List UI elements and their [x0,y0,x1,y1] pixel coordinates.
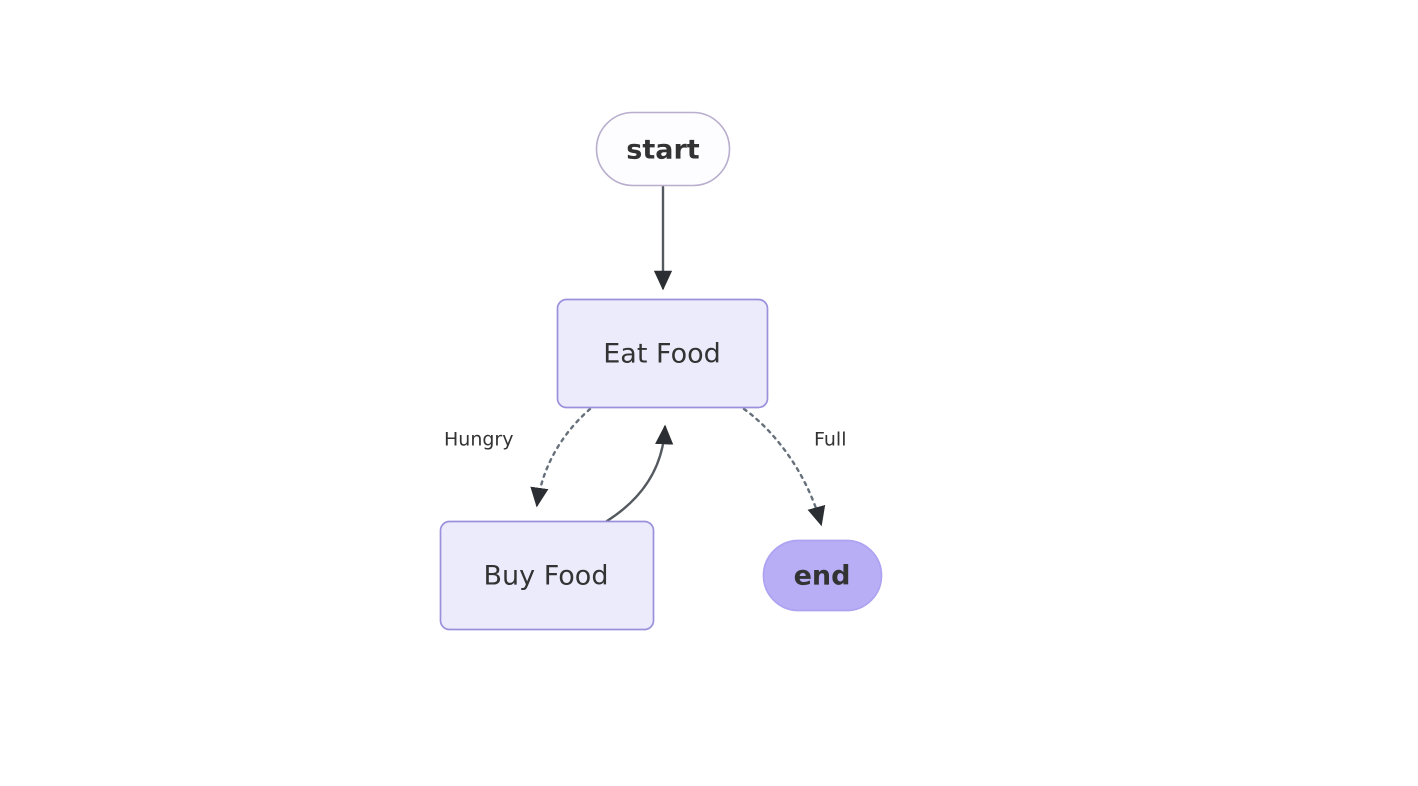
edge-buy-to-eat [605,424,674,523]
node-start-label: start [626,135,700,166]
node-layer: start Eat Food Buy Food end [439,111,883,631]
node-eat-food-label: Eat Food [603,339,721,370]
node-buy-food-label: Buy Food [484,561,609,592]
edge-eat-to-buy [530,407,592,508]
node-start-shape[interactable] [595,111,731,187]
node-buy-food-shape[interactable] [439,520,655,631]
node-start[interactable]: start [595,111,731,187]
edge-label-hungry: Hungry [444,429,514,451]
edge-label-layer: Hungry Full [444,429,847,451]
edge-buy-to-eat-path [605,424,674,523]
node-end-label: end [794,561,851,592]
node-eat-food[interactable]: Eat Food [556,298,769,409]
edge-eat-to-end [742,407,826,527]
node-end[interactable]: end [762,539,883,612]
node-buy-food[interactable]: Buy Food [439,520,655,631]
node-end-shape[interactable] [762,539,883,612]
edge-layer [530,185,826,527]
node-eat-food-shape[interactable] [556,298,769,409]
edge-eat-to-buy-path [530,407,592,508]
edge-label-full: Full [814,429,847,451]
edge-eat-to-end-path [742,407,826,527]
